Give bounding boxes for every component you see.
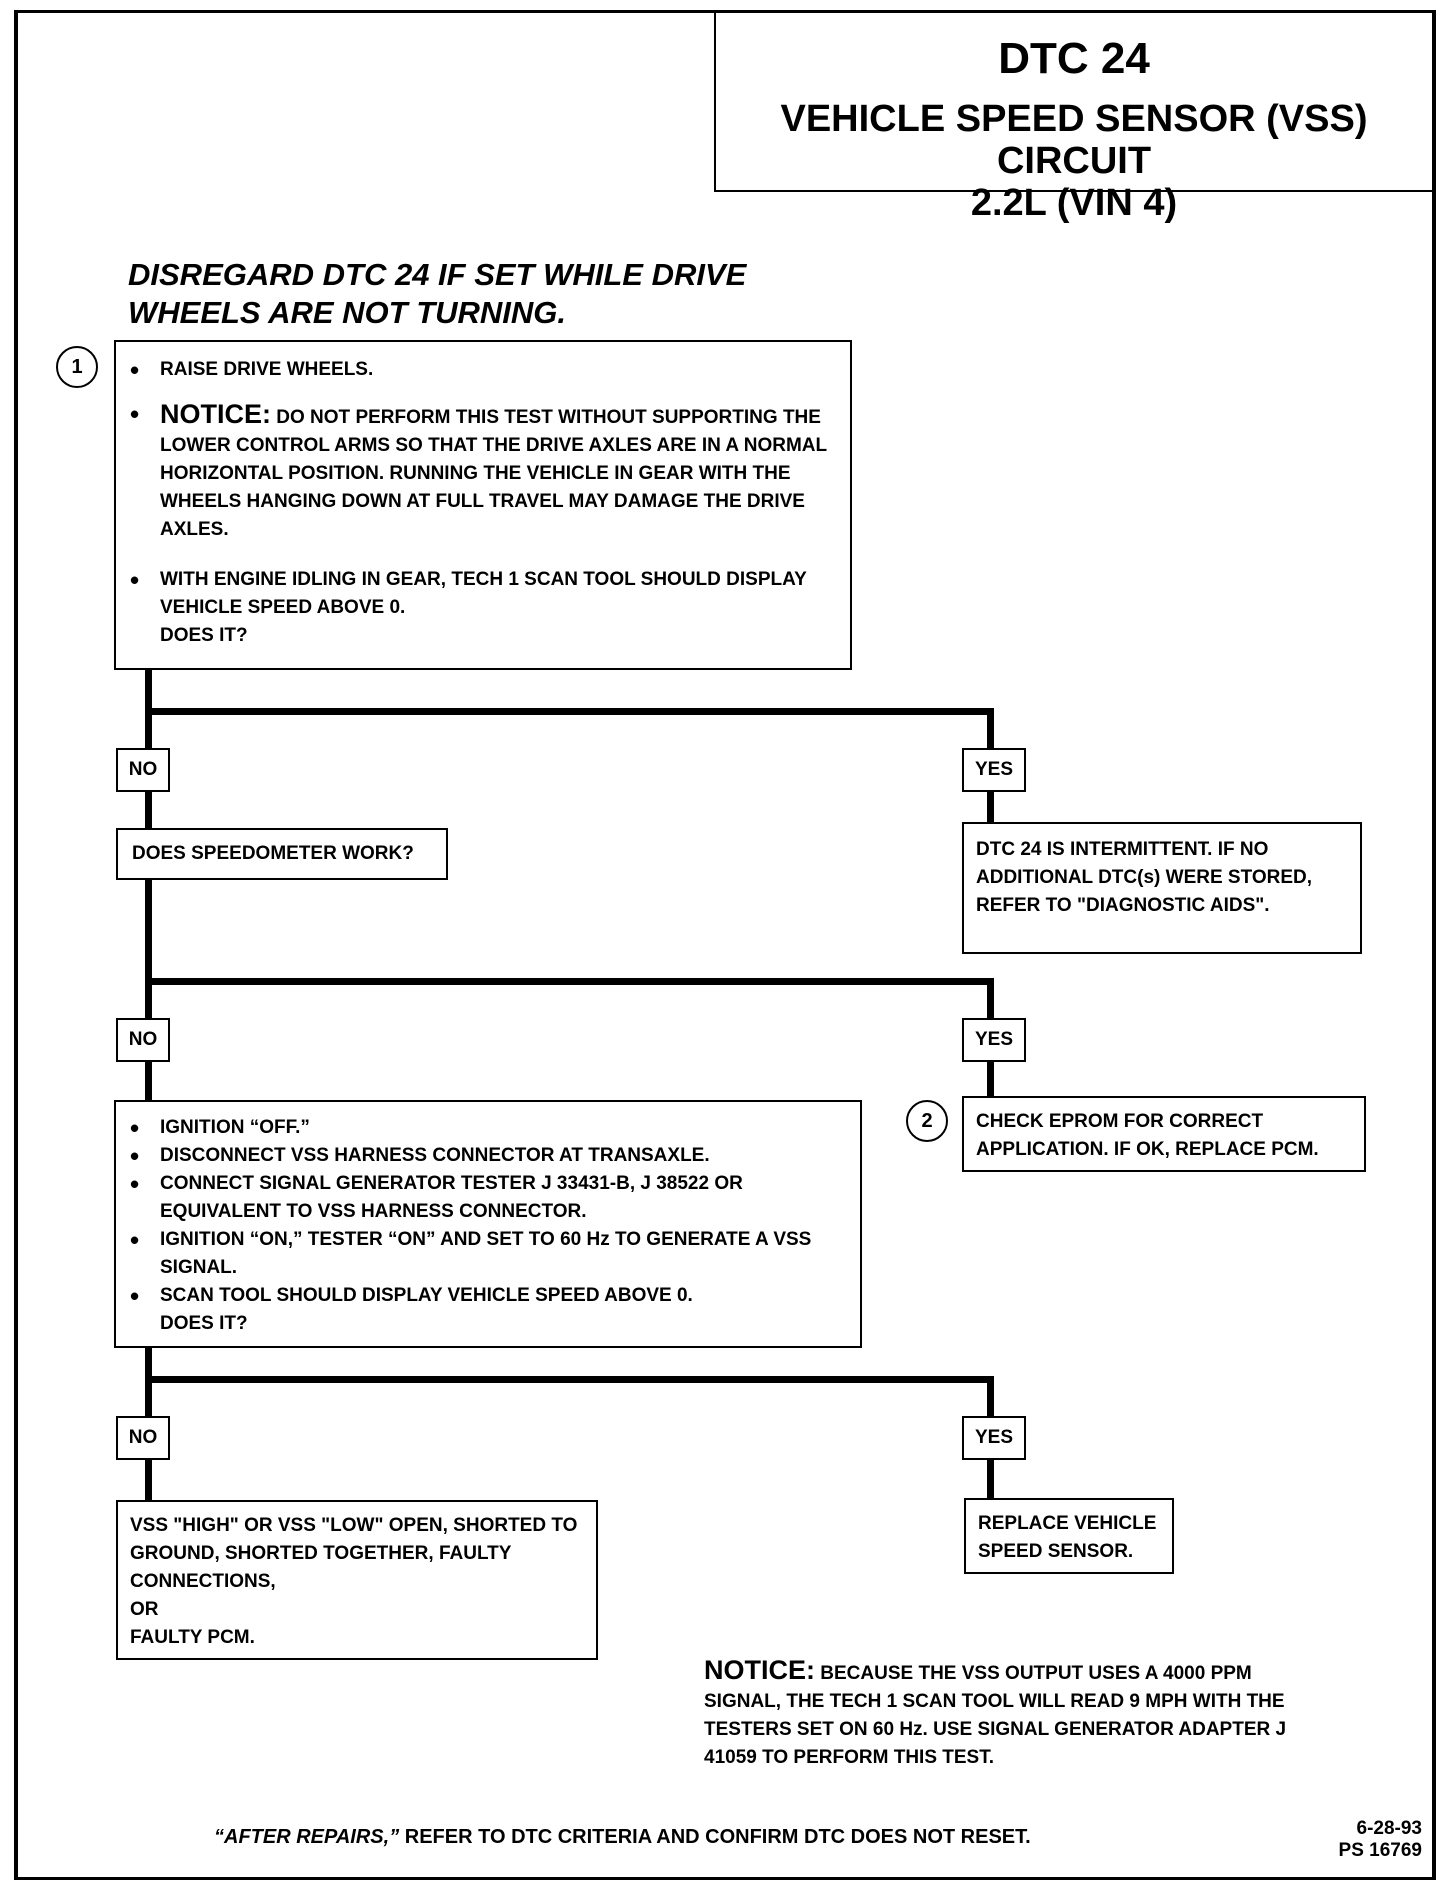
- step-3-item: CONNECT SIGNAL GENERATOR TESTER J 33431-…: [116, 1170, 846, 1226]
- step-3-box: IGNITION “OFF.” DISCONNECT VSS HARNESS C…: [114, 1100, 862, 1348]
- connector-line: [145, 1346, 152, 1422]
- fault-line: FAULTY PCM.: [130, 1627, 255, 1648]
- intermittent-box: DTC 24 IS INTERMITTENT. IF NO ADDITIONAL…: [962, 822, 1362, 954]
- fault-line: VSS "HIGH" OR VSS "LOW" OPEN, SHORTED TO…: [130, 1515, 578, 1592]
- step-3-item: SCAN TOOL SHOULD DISPLAY VEHICLE SPEED A…: [116, 1282, 846, 1310]
- step-3-item: IGNITION “OFF.”: [116, 1114, 846, 1142]
- connector-line: [145, 790, 152, 834]
- connector-line: [987, 1060, 994, 1098]
- step-1-item: RAISE DRIVE WHEELS.: [116, 356, 836, 384]
- step-1-notice: NOTICE: DO NOT PERFORM THIS TEST WITHOUT…: [116, 400, 836, 544]
- connector-line: [987, 708, 994, 752]
- no-label: NO: [116, 1416, 170, 1460]
- yes-label: YES: [962, 1018, 1026, 1062]
- connector-line: [145, 1060, 152, 1104]
- disregard-heading: DISREGARD DTC 24 IF SET WHILE DRIVE WHEE…: [128, 257, 747, 330]
- step-1-marker: 1: [56, 346, 98, 388]
- circuit-title: VEHICLE SPEED SENSOR (VSS) CIRCUIT: [780, 98, 1368, 182]
- page-frame: [14, 10, 1436, 1880]
- step-3-question: DOES IT?: [160, 1313, 248, 1334]
- title-block: DTC 24 VEHICLE SPEED SENSOR (VSS) CIRCUI…: [714, 10, 1432, 224]
- step-1-question: DOES IT?: [160, 625, 248, 646]
- connector-line: [987, 1376, 994, 1422]
- connector-line: [987, 1458, 994, 1504]
- step-1-item: WITH ENGINE IDLING IN GEAR, TECH 1 SCAN …: [116, 566, 836, 622]
- replace-sensor-box: REPLACE VEHICLE SPEED SENSOR.: [964, 1498, 1174, 1574]
- step-3-item: DISCONNECT VSS HARNESS CONNECTOR AT TRAN…: [116, 1142, 846, 1170]
- yes-label: YES: [962, 748, 1026, 792]
- notice-tester: NOTICE: BECAUSE THE VSS OUTPUT USES A 40…: [704, 1655, 1287, 1768]
- connector-line: [987, 978, 994, 1024]
- yes-label: YES: [962, 1416, 1026, 1460]
- connector-line: [987, 790, 994, 826]
- no-label: NO: [116, 1018, 170, 1062]
- no-label: NO: [116, 748, 170, 792]
- step-3-item: IGNITION “ON,” TESTER “ON” AND SET TO 60…: [116, 1226, 846, 1282]
- speedometer-question-box: DOES SPEEDOMETER WORK?: [116, 828, 448, 880]
- connector-line: [145, 1458, 152, 1502]
- after-repairs-footer: “AFTER REPAIRS,” REFER TO DTC CRITERIA A…: [214, 1826, 1031, 1848]
- engine-title: 2.2L (VIN 4): [970, 182, 1178, 224]
- step-2-marker: 2: [906, 1100, 948, 1142]
- connector-line: [145, 978, 994, 985]
- dtc-title: DTC 24: [998, 34, 1150, 83]
- step-2-box: CHECK EPROM FOR CORRECT APPLICATION. IF …: [962, 1096, 1366, 1172]
- connector-line: [145, 878, 152, 1026]
- document-code: 6-28-93 PS 16769: [1338, 1818, 1422, 1861]
- step-1-box: RAISE DRIVE WHEELS. NOTICE: DO NOT PERFO…: [114, 340, 852, 670]
- fault-or: OR: [130, 1599, 159, 1620]
- connector-line: [145, 708, 994, 715]
- connector-line: [145, 1376, 994, 1383]
- fault-box: VSS "HIGH" OR VSS "LOW" OPEN, SHORTED TO…: [116, 1500, 598, 1660]
